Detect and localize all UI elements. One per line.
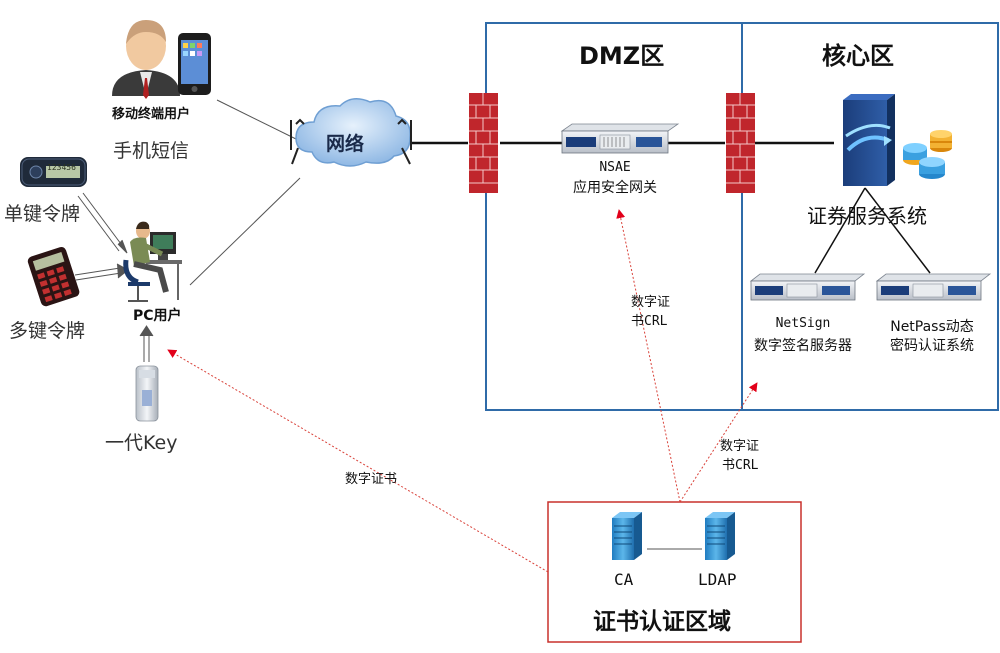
multi-token-label: 多键令牌 xyxy=(9,320,86,342)
nsae-name-label: NSAE xyxy=(599,160,631,175)
pc-user-label: PC用户 xyxy=(133,308,182,324)
ldap-label: LDAP xyxy=(698,570,737,589)
core-to-netsign-line xyxy=(814,187,866,274)
cert-crl-label-2-line1: 数字证 xyxy=(720,439,760,454)
securities-system-label: 证券服务系统 xyxy=(807,204,927,228)
single-token-label: 单键令牌 xyxy=(4,203,81,225)
cert-to-pc-label: 数字证书 xyxy=(345,472,398,487)
single-token-to-pc-arrow xyxy=(77,192,128,254)
cert-crl-label-2-line2: 书CRL xyxy=(722,458,759,473)
core-zone-title: 核心区 xyxy=(822,42,894,70)
mobile-user-icon xyxy=(112,20,211,99)
netsign-name-label: NetSign xyxy=(775,316,831,331)
multi-key-token-icon xyxy=(27,246,80,307)
cert-to-pc-flow xyxy=(167,349,549,573)
mobile-user-label: 移动终端用户 xyxy=(112,107,191,122)
database-icon xyxy=(903,130,952,179)
ldap-server-icon xyxy=(705,512,735,560)
securities-system-icon xyxy=(843,94,895,186)
netpass-desc-label: 密码认证系统 xyxy=(890,338,974,354)
nsae-server-icon xyxy=(560,123,680,154)
pc-user-icon xyxy=(123,221,182,302)
netsign-server-icon xyxy=(749,273,866,301)
netpass-name-label: NetPass动态 xyxy=(890,319,974,335)
dmz-zone-border xyxy=(485,22,743,411)
cert-zone-title: 证书认证区域 xyxy=(593,609,731,635)
ca-server-icon xyxy=(612,512,642,560)
netpass-server-icon xyxy=(875,273,992,301)
mobile-to-network-line xyxy=(216,99,299,141)
cert-crl-label-1-line2: 书CRL xyxy=(631,314,668,329)
network-cloud-icon xyxy=(290,98,412,167)
single-key-token-icon xyxy=(20,157,87,187)
netsign-desc-label: 数字签名服务器 xyxy=(754,338,852,354)
key-to-pc-arrow xyxy=(139,325,154,362)
core-zone-border xyxy=(741,22,999,411)
network-label: 网络 xyxy=(326,133,365,155)
key-v1-label: 一代Key xyxy=(105,432,178,454)
cert-to-nsae-flow xyxy=(616,209,681,503)
cert-crl-label-1-line1: 数字证 xyxy=(631,295,671,310)
nsae-desc-label: 应用安全网关 xyxy=(573,180,657,196)
sms-label: 手机短信 xyxy=(113,140,190,162)
dmz-zone-title: DMZ区 xyxy=(579,42,665,70)
ca-label: CA xyxy=(614,570,634,589)
usb-key-icon xyxy=(135,365,159,422)
firewall-2-icon xyxy=(726,93,755,193)
token-display: 123456 xyxy=(47,163,76,172)
pc-to-network-line xyxy=(189,177,301,286)
multi-token-to-pc-arrow xyxy=(74,263,129,281)
firewall-1-icon xyxy=(469,93,498,193)
core-to-netpass-line xyxy=(864,187,931,274)
